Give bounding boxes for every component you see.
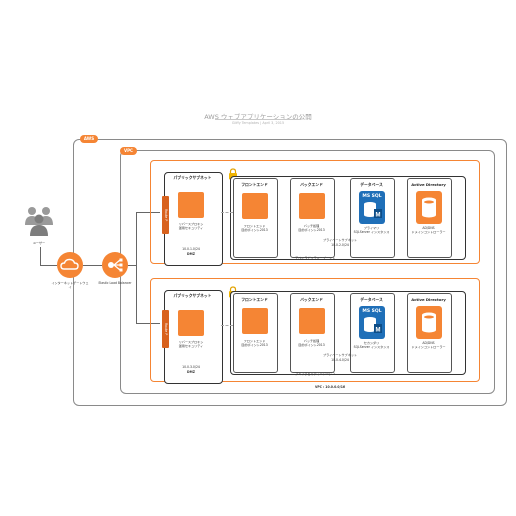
private-subnet-label: プライベートサブネット bbox=[322, 238, 358, 242]
frontend-desc: フロントエンド 目的ポイント2013 bbox=[241, 224, 268, 233]
database-icon: M bbox=[364, 202, 382, 219]
private-subnet-label: プライベートサブネット bbox=[322, 353, 358, 357]
backend-instance-icon bbox=[299, 193, 325, 219]
availability-zone-1 bbox=[150, 160, 480, 264]
frontend-column-1 bbox=[233, 178, 278, 258]
backend-title: バックエンド bbox=[300, 297, 323, 302]
directory-icon bbox=[422, 197, 436, 218]
frontend-instance-icon bbox=[242, 308, 268, 334]
database-desc: セカンダリ SQLServer インスタンス bbox=[353, 341, 390, 350]
public-subnet-desc: リバースプロキシ 運用セキュリティ bbox=[178, 340, 204, 349]
internet-gateway-node bbox=[57, 252, 83, 278]
backend-instance-icon bbox=[299, 308, 325, 334]
reverse-proxy-instance-icon bbox=[178, 310, 204, 336]
az-label: アベイラビリティーゾーン 1 bbox=[295, 256, 335, 260]
backend-title: バックエンド bbox=[300, 182, 323, 187]
dmz-tag: DMZ bbox=[187, 252, 195, 256]
frontend-title: フロントエンド bbox=[241, 297, 268, 302]
backend-desc: バッチ処理 目的ポイント2013 bbox=[298, 339, 325, 348]
connector-users-right bbox=[40, 265, 57, 266]
database-title: データベース bbox=[360, 297, 383, 302]
connector-elb-branch bbox=[128, 265, 136, 266]
ad-desc: AD/DNS ドメインコントローラー bbox=[411, 341, 446, 350]
public-subnet-cidr: 10.0.3.0/24 bbox=[182, 365, 200, 369]
link-proxy-frontend bbox=[221, 212, 233, 213]
az-label: アベイラビリティーゾーン 2 bbox=[295, 372, 335, 376]
public-subnet-desc: リバースプロキシ 運用セキュリティ bbox=[178, 222, 204, 231]
ms-sql-badge: MS SQL bbox=[362, 309, 382, 314]
ms-sql-badge: MS SQL bbox=[362, 194, 382, 199]
ms-sql-tile: MS SQL M bbox=[359, 191, 385, 224]
route-table-1: Route P bbox=[162, 196, 169, 234]
backend-desc: バッチ処理 目的ポイント2013 bbox=[298, 224, 325, 233]
diagram-subtitle: Gliffy Templates | April 3, 2015 bbox=[231, 121, 285, 125]
elb-label: Elastic Load Balancer bbox=[98, 281, 132, 285]
connector-to-az2 bbox=[136, 323, 160, 324]
frontend-title: フロントエンド bbox=[241, 182, 268, 187]
vpc-tag: VPC bbox=[120, 147, 137, 155]
database-desc: プライマリ SQLServer インスタンス bbox=[353, 226, 390, 235]
ad-desc: AD/DNS ドメインコントローラー bbox=[411, 226, 446, 235]
diagram-title: AWS ウェブアプリケーションの公開 bbox=[204, 113, 312, 121]
frontend-desc: フロントエンド 目的ポイント2013 bbox=[241, 339, 268, 348]
load-balancer-icon bbox=[108, 258, 123, 272]
igw-label: インターネットゲートウェイ bbox=[51, 281, 89, 290]
route-table-2: Route P bbox=[162, 310, 169, 348]
active-directory-tile bbox=[416, 191, 442, 224]
users-icon bbox=[24, 205, 54, 237]
dmz-tag: DMZ bbox=[187, 370, 195, 374]
private-subnet-cidr: 10.0.2.0/24 bbox=[331, 243, 349, 247]
svg-text:M: M bbox=[376, 213, 381, 219]
public-subnet-title: パブリックサブネット bbox=[173, 293, 212, 298]
vpc-cidr-label: VPC : 10.0.0.0/16 bbox=[314, 385, 346, 389]
database-title: データベース bbox=[360, 182, 383, 187]
public-subnet-title: パブリックサブネット bbox=[173, 175, 212, 180]
public-subnet-2 bbox=[164, 290, 223, 384]
aws-tag: AWS bbox=[80, 135, 98, 143]
ad-title: Active Directory bbox=[411, 297, 446, 302]
connector-igw-elb bbox=[83, 265, 102, 266]
private-subnet-cidr: 10.0.4.0/24 bbox=[331, 358, 349, 362]
elb-node bbox=[102, 252, 128, 278]
users-label: ユーザー bbox=[32, 241, 46, 245]
frontend-instance-icon bbox=[242, 193, 268, 219]
connector-to-az1 bbox=[136, 212, 160, 213]
active-directory-tile bbox=[416, 306, 442, 339]
database-icon: M bbox=[364, 317, 382, 334]
title-divider bbox=[215, 119, 301, 120]
directory-icon bbox=[422, 312, 436, 333]
ms-sql-tile: MS SQL M bbox=[359, 306, 385, 339]
ad-title: Active Directory bbox=[411, 182, 446, 187]
cloud-icon bbox=[60, 258, 79, 270]
connector-branch-vertical bbox=[136, 212, 137, 323]
svg-text:M: M bbox=[376, 328, 381, 334]
connector-users-down bbox=[40, 247, 41, 265]
availability-zone-2 bbox=[150, 278, 480, 382]
public-subnet-cidr: 10.0.1.0/24 bbox=[182, 247, 200, 251]
link-proxy-frontend bbox=[221, 325, 233, 326]
public-subnet-1 bbox=[164, 172, 223, 266]
reverse-proxy-instance-icon bbox=[178, 192, 204, 218]
